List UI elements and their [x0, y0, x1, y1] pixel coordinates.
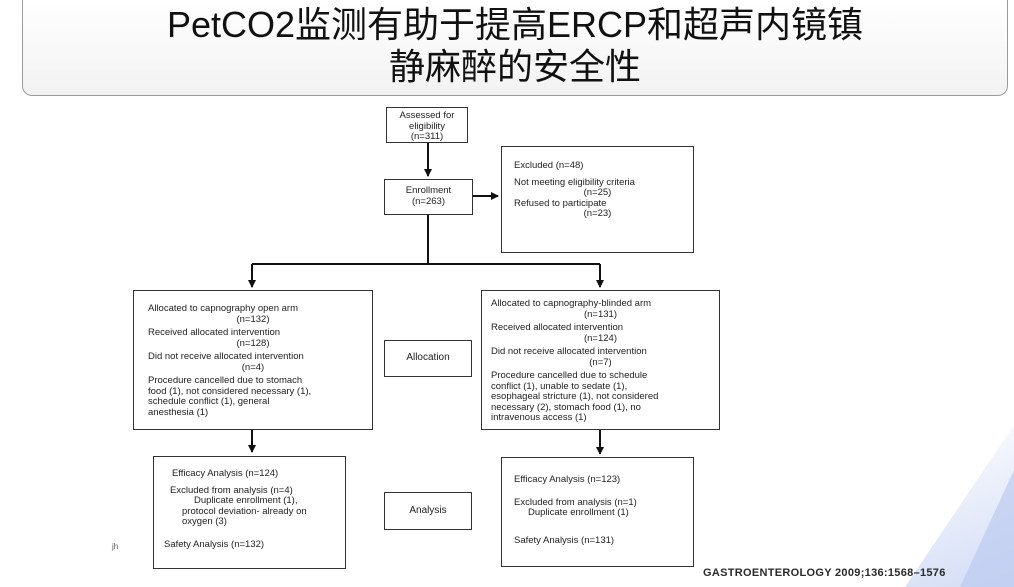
- open-arm-line: anesthesia (1): [148, 406, 209, 418]
- blinded-arm-line: Did not receive allocated intervention: [491, 346, 647, 357]
- blinded-analysis-line: Duplicate enrollment (1): [528, 507, 629, 518]
- open-arm-line: Procedure cancelled due to stomach: [148, 375, 303, 386]
- blinded-analysis-line: Safety Analysis (n=131): [514, 534, 615, 546]
- excluded-line: (n=25): [583, 187, 612, 198]
- small-mark: jh: [112, 542, 119, 551]
- enrollment-line: Enrollment: [405, 185, 452, 196]
- journal-citation: GASTROENTEROLOGY 2009;136:1568–1576: [703, 567, 946, 579]
- enrollment-box: Enrollment (n=263): [384, 179, 473, 215]
- blinded-arm-line: Received allocated intervention: [491, 322, 624, 333]
- open-analysis-line: Excluded from analysis (n=4): [170, 484, 293, 496]
- open-analysis-line: oxygen (3): [182, 516, 227, 527]
- open-arm-line: schedule conflict (1), general: [148, 396, 270, 407]
- analysis-label: Analysis: [409, 504, 447, 516]
- excluded-line: Refused to participate: [514, 197, 607, 209]
- open-arm-line: (n=4): [241, 361, 265, 373]
- enrollment-line: (n=263): [411, 195, 445, 207]
- open-arm-line: Did not receive allocated intervention: [148, 351, 304, 362]
- blinded-arm-box: Allocated to capnography-blinded arm (n=…: [481, 290, 720, 430]
- open-analysis-line: protocol deviation- already on: [182, 505, 307, 517]
- blinded-arm-line: (n=7): [589, 356, 612, 368]
- allocation-label-box: Allocation: [384, 340, 472, 377]
- open-arm-line: (n=132): [236, 313, 270, 325]
- allocation-label: Allocation: [406, 352, 450, 364]
- open-arm-line: (n=128): [236, 337, 270, 349]
- blinded-analysis-line: Excluded from analysis (n=1): [514, 496, 637, 508]
- open-arm-box: Allocated to capnography open arm (n=132…: [133, 290, 373, 430]
- open-analysis-line: Duplicate enrollment (1),: [194, 495, 298, 506]
- assessed-line: eligibility: [409, 120, 445, 132]
- blinded-arm-line: conflict (1), unable to sedate (1),: [491, 380, 628, 392]
- excluded-line: (n=23): [583, 208, 612, 219]
- blinded-analysis-box: Efficacy Analysis (n=123) Excluded from …: [501, 457, 694, 567]
- slide-title-line-1: PetCO2监测有助于提高ERCP和超声内镜镇: [166, 4, 864, 45]
- blinded-arm-line: Procedure cancelled due to schedule: [491, 370, 648, 381]
- excluded-box: Excluded (n=48) Not meeting eligibility …: [501, 146, 694, 253]
- open-arm-line: Allocated to capnography open arm: [148, 303, 298, 314]
- blinded-analysis-line: Efficacy Analysis (n=123): [514, 474, 621, 485]
- blinded-arm-line: intravenous access (1): [491, 412, 587, 423]
- open-analysis-line: Safety Analysis (n=132): [164, 538, 265, 550]
- open-arm-line: food (1), not considered necessary (1),: [148, 385, 312, 397]
- assessed-box: Assessed for eligibility (n=311): [386, 107, 468, 143]
- analysis-label-box: Analysis: [384, 492, 472, 530]
- excluded-line: Excluded (n=48): [514, 160, 584, 171]
- assessed-line: (n=311): [410, 131, 444, 142]
- assessed-line: Assessed for: [399, 110, 455, 121]
- open-analysis-line: Efficacy Analysis (n=124): [172, 468, 279, 479]
- open-analysis-box: Efficacy Analysis (n=124) Excluded from …: [153, 456, 346, 569]
- blinded-arm-line: (n=124): [583, 332, 617, 344]
- blinded-arm-line: Allocated to capnography-blinded arm: [491, 298, 652, 309]
- slide-title-line-2: 静麻醉的安全性: [388, 46, 641, 87]
- title-banner: PetCO2监测有助于提高ERCP和超声内镜镇 静麻醉的安全性: [22, 0, 1008, 96]
- blinded-arm-line: necessary (2), stomach food (1), no: [491, 401, 641, 413]
- open-arm-line: Received allocated intervention: [148, 327, 281, 338]
- blinded-arm-line: esophageal stricture (1), not considered: [491, 391, 659, 402]
- blinded-arm-line: (n=131): [583, 308, 617, 320]
- excluded-line: Not meeting eligibility criteria: [514, 176, 635, 188]
